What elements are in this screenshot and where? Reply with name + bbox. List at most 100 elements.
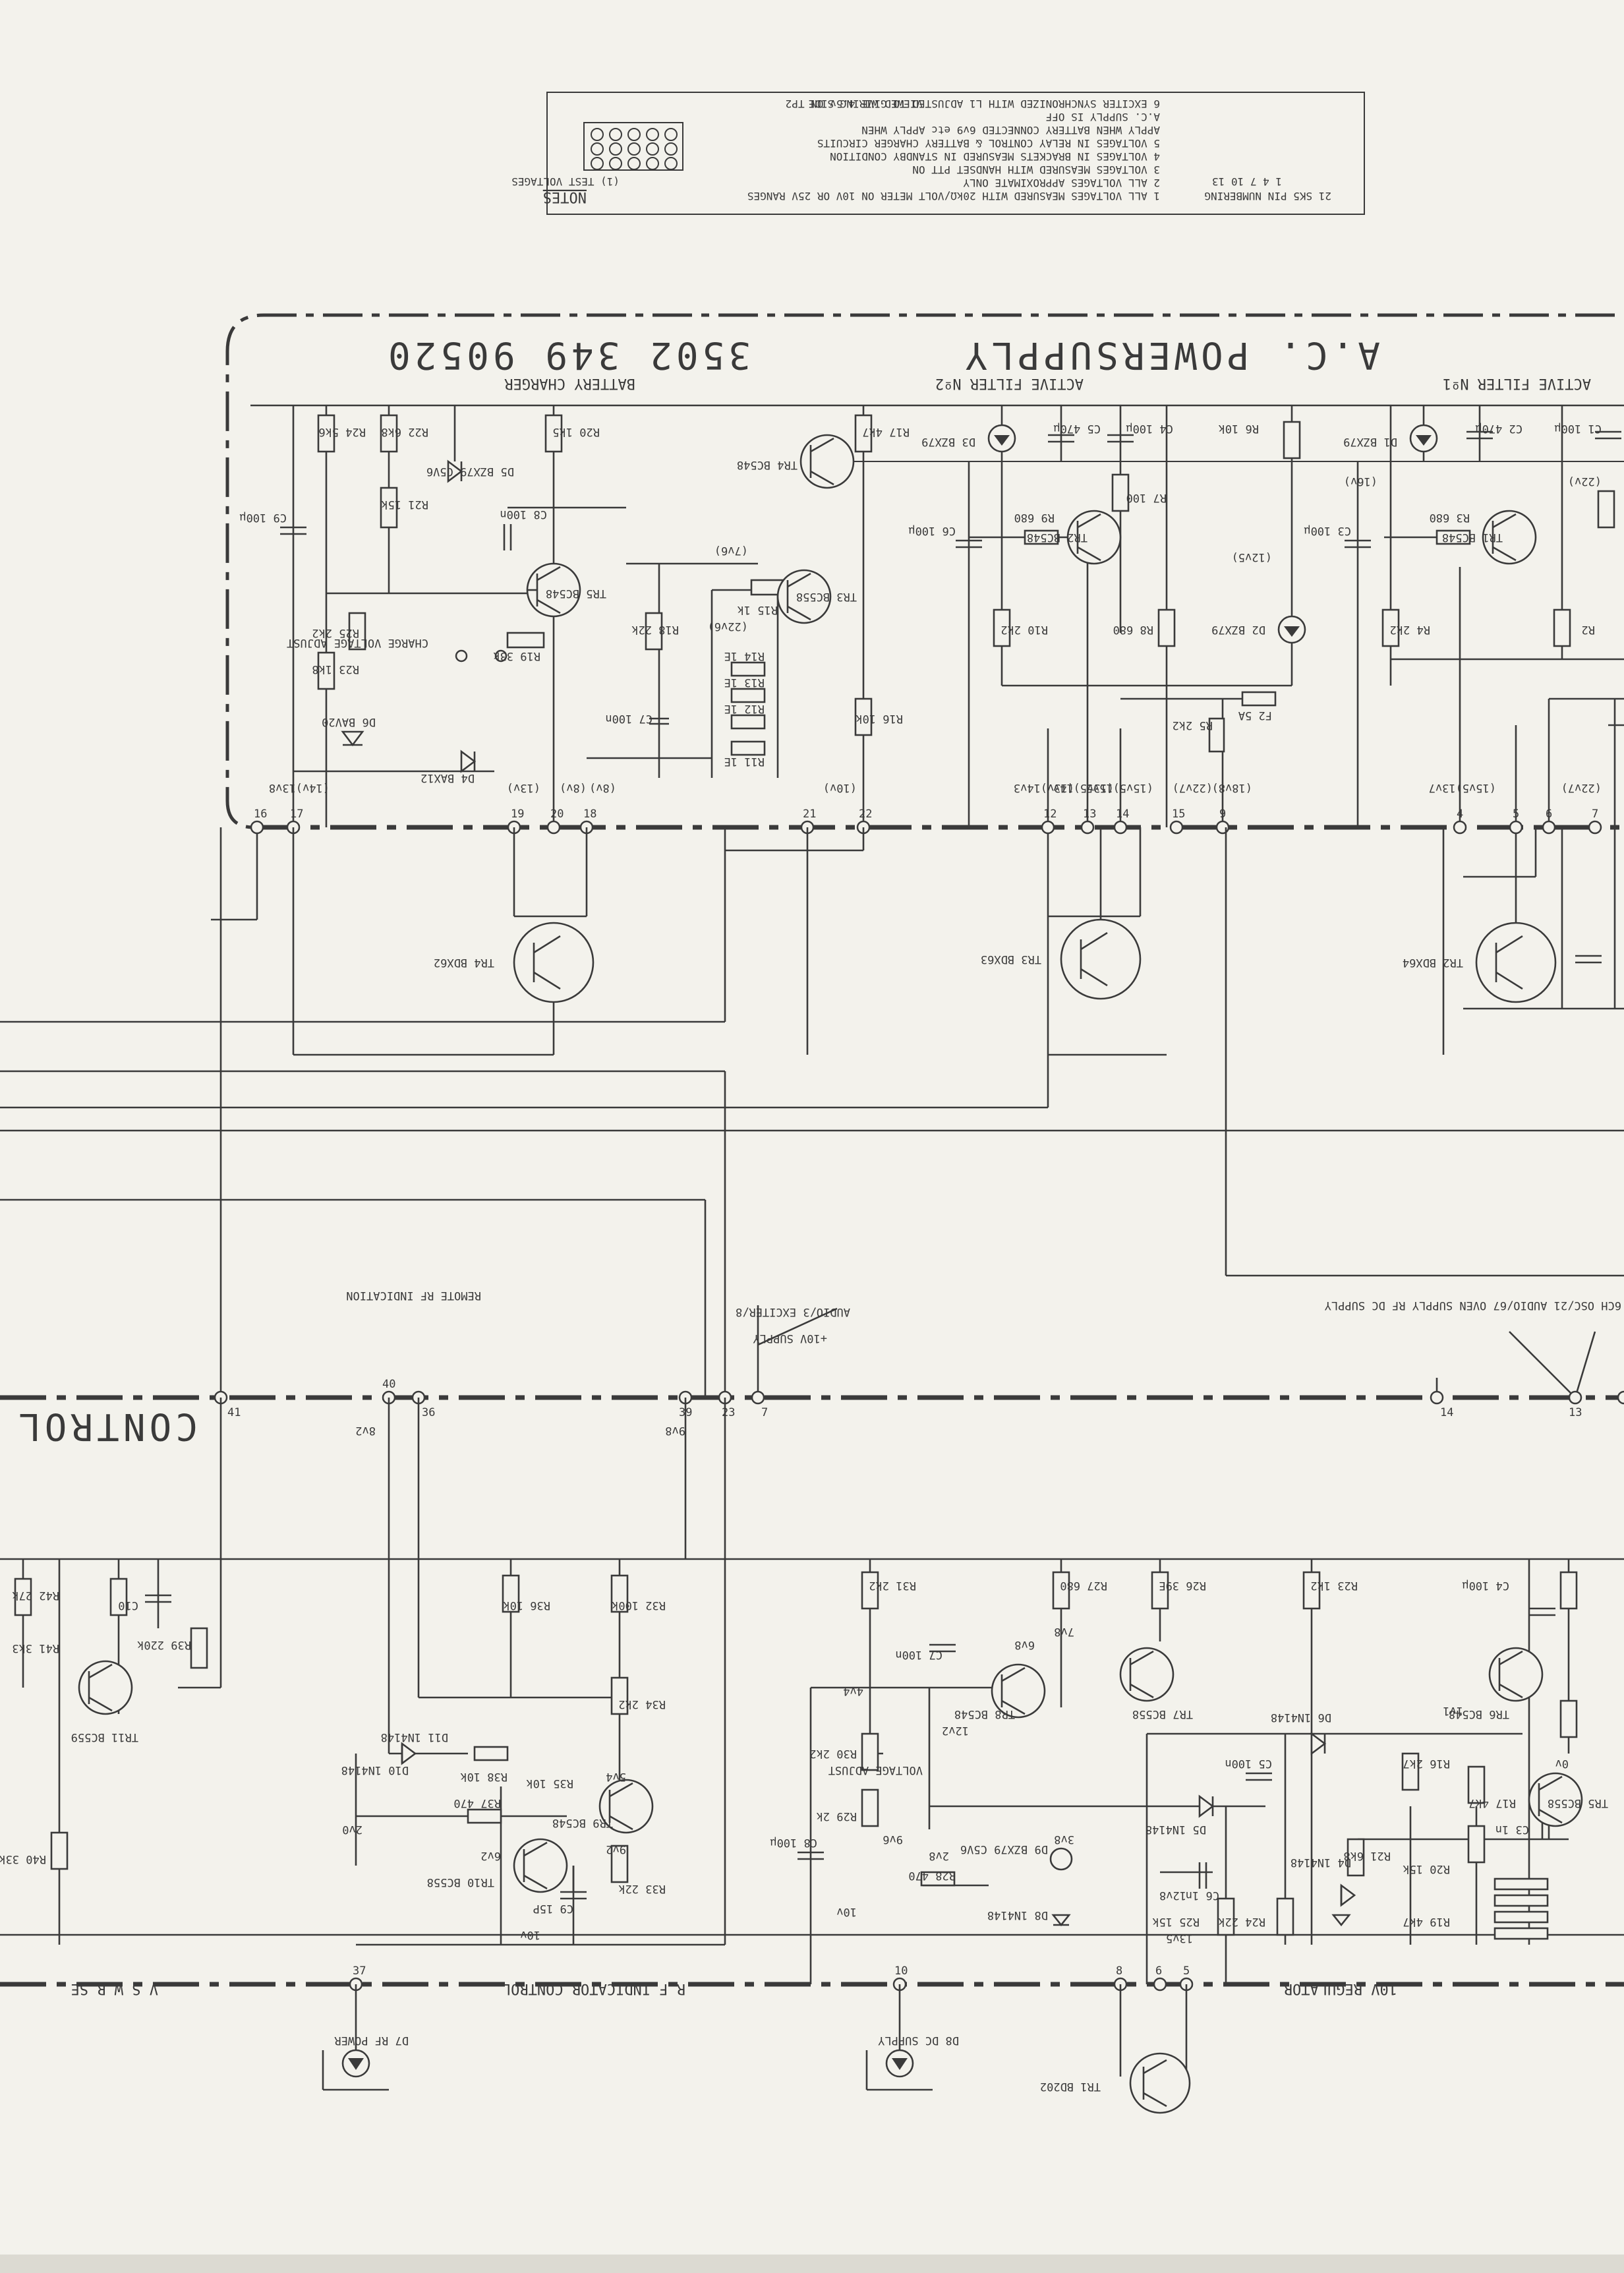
pins-top-6-label: 22 xyxy=(859,808,872,821)
components-c10-label: C10 xyxy=(118,1599,138,1612)
components-d1-label: D1 BZX79 xyxy=(1343,435,1397,448)
pins-bot-2-label: 8 xyxy=(1116,1964,1122,1978)
active-filter-2-circuit xyxy=(956,405,1306,1056)
pins-mid-6-label: 14 xyxy=(1440,1406,1453,1419)
mid-annotations: REMOTE RF INDICATION AUDIO/3 EXCITER/8 +… xyxy=(346,1289,1621,1345)
pins-top-11-label: 9 xyxy=(1219,808,1226,821)
components-r23b-label: R23 1k2 xyxy=(1310,1579,1358,1592)
components-r19b-label: R19 4k7 xyxy=(1403,1915,1450,1928)
pins-top-9-label: 14 xyxy=(1116,808,1129,821)
components-f2-label: F2 5A xyxy=(1238,709,1272,722)
components-r37-label: R37 470 xyxy=(453,1796,501,1810)
voltages-top-3-label: (8v) xyxy=(560,781,587,794)
rf-indicator-labels: R42 27k R41 3k3 C10 R39 220k TR11 BC559 … xyxy=(0,1589,666,1915)
pins-top-8-label: 13 xyxy=(1083,808,1096,821)
components-r40-label: R40 33k xyxy=(0,1852,46,1866)
pins-mid-5-label: 7 xyxy=(761,1406,768,1419)
components-c6-label: C6 100μ xyxy=(908,524,956,537)
active-filter-2-labels: D3 BZX79 C5 470μ C4 100μ R6 10k C6 100μ … xyxy=(908,422,1272,966)
components-d5-label: D5 BZX79 C5V6 xyxy=(426,465,514,478)
voltages-bot-14-label: 5v4 xyxy=(606,1770,626,1783)
components-tr11-label: TR11 BC559 xyxy=(71,1730,138,1744)
components-r10-label: R10 2k2 xyxy=(1000,623,1048,636)
control-section-rf-power-label: D7 RF POWER xyxy=(334,2034,409,2047)
pins-top-2-label: 19 xyxy=(511,808,524,821)
components-r17b-label: R17 4k7 xyxy=(1468,1796,1516,1810)
voltages-bot-0-label: 12v2 xyxy=(942,1724,969,1737)
control-bus: 41 40 36 39 23 7 14 13 xyxy=(0,1378,1624,1419)
power-section-charge-adjust-label: CHARGE VOLTAGE ADJUST xyxy=(287,636,428,649)
pins-top-3-label: 20 xyxy=(550,808,564,821)
voltages-top-20-label: (16v) xyxy=(1344,475,1378,488)
ac-powersupply-title: A.C. POWERSUPPLY xyxy=(962,334,1380,376)
components-tr5-label: TR5 BC548 xyxy=(546,587,606,600)
rf-indicator-label: R F INDICATOR CONTROL xyxy=(502,1980,685,1997)
bottom-devices: D7 RF POWER D8 DC SUPPLY TR1 BD202 xyxy=(322,1984,1191,2114)
components-c3b-label: C3 1n xyxy=(1495,1823,1529,1836)
control-section-dc-supply-label: D8 DC SUPPLY xyxy=(878,2034,959,2047)
components-r41-label: R41 3k3 xyxy=(12,1641,59,1655)
components-c2-label: C2 470μ xyxy=(1475,422,1522,435)
components-r21-label: R21 15k xyxy=(381,498,428,511)
voltages-top-8-label: (13v5)14v xyxy=(1053,781,1114,794)
components-r16b-label: R16 2k7 xyxy=(1403,1757,1450,1770)
voltages-top-2-label: (13v) xyxy=(507,781,540,794)
components-d9-label: D9 BZX79 C5V6 xyxy=(960,1843,1048,1856)
pins-mid-1-label: 40 xyxy=(382,1378,395,1391)
components-r12-label: R12 1E xyxy=(724,702,765,715)
notes-line-7: A.C. SUPPLY IS OFF xyxy=(1046,111,1160,123)
notes-line-6: APPLY WHEN BATTERY CONNECTED 6v9 etc APP… xyxy=(861,124,1160,136)
components-r28-label: R28 470 xyxy=(908,1869,956,1882)
notes-line-8: 6 EXCITER SYNCHRONIZED WITH L1 ADJUSTED … xyxy=(786,98,1160,110)
components-c4b-label: C4 100μ xyxy=(1462,1579,1509,1592)
pins-bot-0-label: 37 xyxy=(353,1964,366,1978)
test-voltages-label: (1) TEST VOLTAGES xyxy=(511,175,620,188)
page-bottom-edge xyxy=(0,2255,1624,2273)
notes-line-5: 5 VOLTAGES IN RELAY CONTROL & BATTERY CH… xyxy=(817,137,1160,150)
components-tr8-label: TR8 BC548 xyxy=(954,1707,1015,1721)
components-r22-label: R22 6k8 xyxy=(381,425,428,438)
components-c8b-label: C8 100μ xyxy=(770,1836,817,1849)
components-r25-label: R25 2k2 xyxy=(312,626,359,639)
control-title: CONTROL xyxy=(14,1405,198,1448)
bottom-voltage-annotations: 12v2 7v8 4v4 6v8 9v6 3v8 10v 2v8 13v5 12… xyxy=(342,1424,1569,1945)
components-r15-label: R15 1k xyxy=(738,603,778,616)
components-r38-label: R38 10k xyxy=(460,1770,508,1783)
notes-block: NOTES (1) TEST VOLTAGES 1 ALL VOLTAGES M… xyxy=(511,92,1365,215)
components-r18-label: R18 22k xyxy=(631,623,679,636)
pins-top-14-label: 5 xyxy=(1513,808,1519,821)
voltages-bot-8-label: 2v8 xyxy=(929,1849,949,1862)
voltages-top-10-label: (22v7) xyxy=(1173,781,1213,794)
components-r5-label: R5 2k2 xyxy=(1173,719,1213,732)
pins-top-10-label: 15 xyxy=(1172,808,1185,821)
components-r33-label: R33 22k xyxy=(618,1882,666,1895)
rf-indicator-circuit xyxy=(14,1398,726,1946)
components-r4-label: R4 2k2 xyxy=(1390,623,1430,636)
components-r16-label: R16 10k xyxy=(856,712,903,725)
battery-charger-label: BATTERY CHARGER xyxy=(504,375,635,392)
components-tr7-label: TR7 BC558 xyxy=(1132,1707,1193,1721)
components-d4-label: D4 BAX12 xyxy=(420,771,475,784)
voltages-top-4-label: (8v) xyxy=(589,781,616,794)
pins-top-13-label: 4 xyxy=(1457,808,1463,821)
part-number: 3502 349 90520 xyxy=(384,334,751,376)
components-c5b-label: C5 100n xyxy=(1225,1757,1272,1770)
active-filter-1-labels: D1 BZX79 C2 470μ C1 100μ C3 100μ R3 680 … xyxy=(1304,422,1602,969)
pins-mid-0-label: 41 xyxy=(227,1406,241,1419)
components-tr4p-label: TR4 BDX62 xyxy=(434,956,494,969)
voltages-top-19-label: (12v5) xyxy=(1232,550,1272,564)
components-c3-label: C3 100μ xyxy=(1304,524,1351,537)
components-tr1s-label: TR1 BC548 xyxy=(1442,531,1503,544)
components-c5-label: C5 470μ xyxy=(1053,422,1101,435)
components-r6-label: R6 10k xyxy=(1219,422,1259,435)
bottom-bus-labels: V S W R SE R F INDICATOR CONTROL 10V REG… xyxy=(71,1980,1397,1997)
power-section-titles: A.C. POWERSUPPLY 3502 349 90520 BATTERY … xyxy=(384,334,1591,392)
components-r14-label: R14 1E xyxy=(724,649,765,663)
voltages-bot-7-label: 10v xyxy=(836,1905,857,1918)
components-r30-label: R30 2k2 xyxy=(809,1747,857,1760)
pins-top-4-label: 18 xyxy=(583,808,596,821)
interconnect-wiring xyxy=(0,827,1624,1398)
components-r2-label: R2 xyxy=(1582,623,1595,636)
components-tr2-label: TR2 BC548 xyxy=(1027,531,1088,544)
voltages-top-12-label: (15v5)13v7 xyxy=(1429,781,1496,794)
